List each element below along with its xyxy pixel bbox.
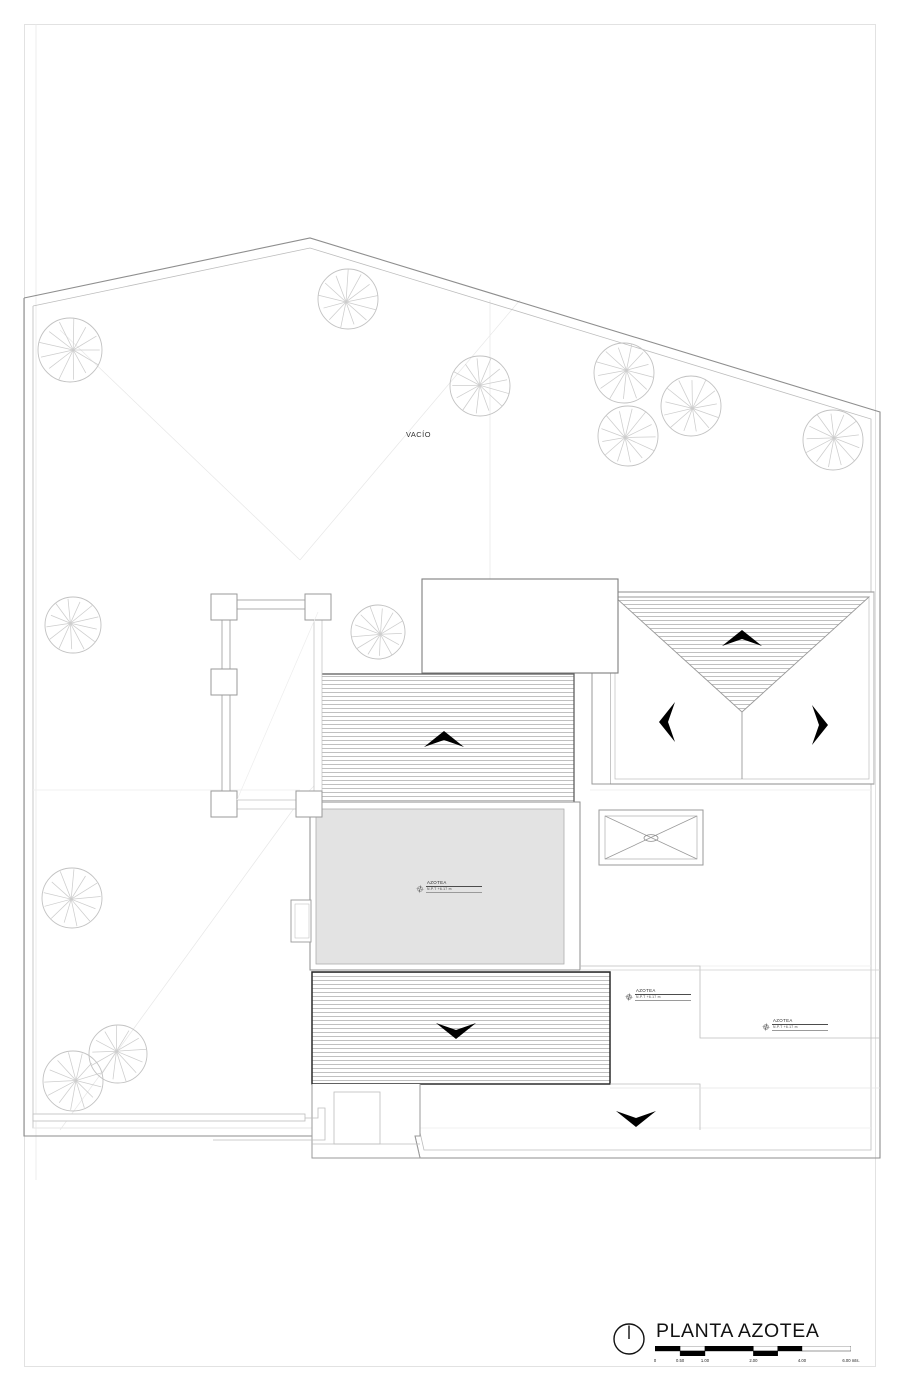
scale-bar-segment bbox=[801, 1346, 851, 1352]
slope-arrow-south-terrace bbox=[616, 1111, 656, 1127]
slope-arrow-group bbox=[424, 630, 828, 1127]
scale-tick-label: 6.00 mts. bbox=[842, 1358, 860, 1363]
roof-level-tag: AZOTEA N.P.T +6.17 m bbox=[618, 988, 708, 1008]
west-boundary-path bbox=[32, 1107, 326, 1141]
tree-icon bbox=[802, 409, 864, 471]
scale-tick-label: 4.00 bbox=[797, 1358, 807, 1363]
south-gable-roof bbox=[311, 971, 611, 1085]
scale-bar-segment bbox=[679, 1350, 706, 1356]
scale-bar-segment bbox=[679, 1346, 706, 1352]
level-marker-icon bbox=[624, 992, 634, 1001]
tag-leader-line-secondary bbox=[635, 1000, 691, 1002]
roof-tag-name: AZOTEA bbox=[636, 988, 656, 993]
tree-icon bbox=[88, 1024, 148, 1084]
scale-tick-label: 2.00 bbox=[749, 1358, 758, 1363]
scale-bar-segment bbox=[753, 1350, 778, 1356]
roof-tag-name: AZOTEA bbox=[427, 880, 447, 885]
slope-arrow-hip-north bbox=[722, 630, 762, 646]
south-service-block bbox=[311, 1084, 421, 1159]
slope-arrow-hip-west bbox=[659, 702, 675, 742]
roof-tag-level: N.P.T +6.17 m bbox=[773, 1025, 798, 1029]
tree-icon bbox=[597, 405, 659, 467]
roof-tag-level: N.P.T +6.17 m bbox=[427, 887, 452, 891]
north-arrow-icon bbox=[613, 1323, 645, 1355]
vacio-label: VACÍO bbox=[406, 430, 431, 439]
tag-leader-line bbox=[426, 886, 482, 888]
slope-arrow-south-gable bbox=[436, 1023, 476, 1039]
roof-tag-level: N.P.T +6.17 m bbox=[636, 995, 661, 999]
east-terrace-slabs bbox=[580, 965, 880, 1130]
tree-icon bbox=[660, 375, 722, 437]
scale-tick-label: 0.50 bbox=[676, 1358, 685, 1363]
tree-icon bbox=[317, 268, 379, 330]
roof-tag-name: AZOTEA bbox=[773, 1018, 793, 1023]
tree-icon bbox=[350, 604, 406, 660]
tree-icon bbox=[37, 317, 103, 383]
skylight-void bbox=[598, 809, 704, 866]
tag-leader-line bbox=[772, 1024, 828, 1026]
tag-leader-line-secondary bbox=[772, 1030, 828, 1032]
north-flat-roof bbox=[421, 578, 619, 674]
hip-roof-block bbox=[591, 591, 875, 785]
scale-tick-label: 0 bbox=[653, 1358, 657, 1363]
roof-level-tag: AZOTEA N.P.T +6.17 m bbox=[755, 1018, 845, 1038]
tree-icon bbox=[593, 342, 655, 404]
roof-level-tag: AZOTEA N.P.T +6.17 m bbox=[409, 880, 499, 900]
tag-leader-line-secondary bbox=[426, 892, 482, 894]
tree-icon bbox=[42, 1050, 104, 1112]
page-title: PLANTA AZOTEA bbox=[656, 1320, 820, 1342]
scale-bar-segment bbox=[655, 1346, 681, 1352]
scale-bar bbox=[655, 1346, 851, 1356]
tag-leader-line bbox=[635, 994, 691, 996]
tree-icon bbox=[44, 596, 102, 654]
scale-tick-labels: 0 0.50 1.00 2.00 4.00 6.00 mts. bbox=[650, 1358, 865, 1368]
tree-icon bbox=[41, 867, 103, 929]
scale-bar-segment bbox=[777, 1346, 803, 1352]
scale-tick-label: 1.00 bbox=[700, 1358, 710, 1363]
scale-bar-segment bbox=[753, 1346, 778, 1352]
slope-arrow-hip-east bbox=[812, 705, 828, 745]
level-marker-icon bbox=[761, 1022, 771, 1031]
site-guide-lines bbox=[35, 24, 521, 1180]
slope-arrow-north-gable bbox=[424, 731, 464, 747]
scale-bar-segment bbox=[704, 1346, 754, 1352]
terrain-division-lines bbox=[33, 789, 871, 1129]
tree-symbol-group bbox=[37, 268, 864, 1112]
level-marker-icon bbox=[415, 884, 425, 893]
pergola-frame bbox=[210, 593, 332, 818]
title-block: PLANTA AZOTEA 0 0.50 1.00 2.00 4.00 6.00 mts. bbox=[612, 1318, 864, 1380]
tree-icon bbox=[449, 355, 511, 417]
